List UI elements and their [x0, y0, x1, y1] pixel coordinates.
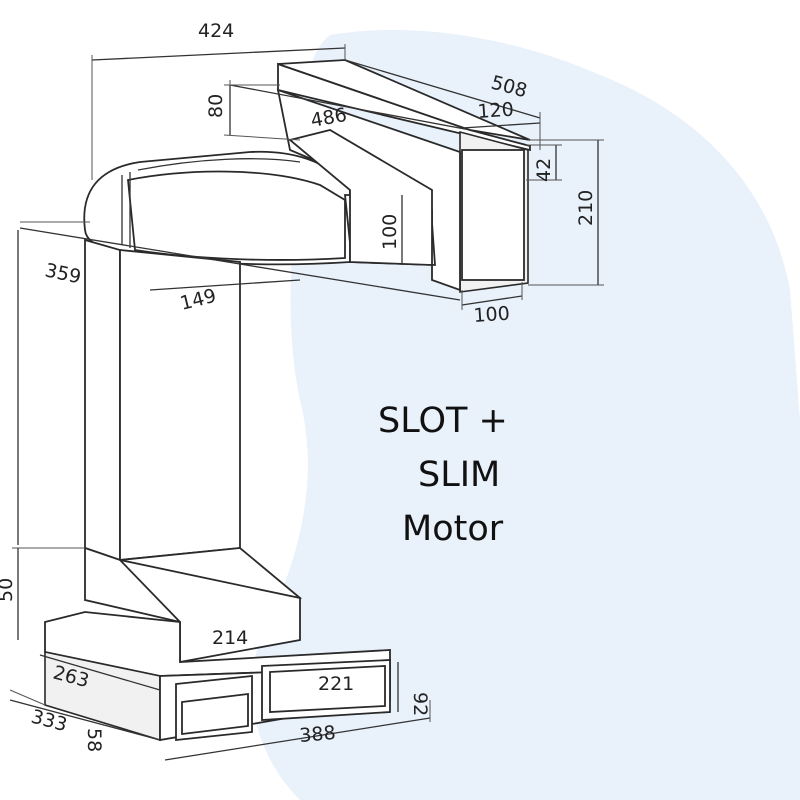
dim-388: 388	[299, 722, 337, 747]
title-line-1: SLOT +	[378, 401, 508, 441]
dim-359: 359	[43, 259, 83, 288]
product-title: SLOT + SLIM Motor	[378, 401, 508, 549]
dim-58: 58	[83, 728, 105, 752]
dim-424: 424	[198, 20, 234, 42]
dim-120: 120	[477, 99, 515, 123]
dim-100-bottom: 100	[473, 303, 511, 327]
lower-transition	[84, 546, 303, 664]
dim-221: 221	[318, 673, 354, 695]
dimension-lines	[9, 44, 604, 761]
title-line-3: Motor	[402, 509, 504, 549]
dim-80: 80	[205, 94, 227, 118]
hood-head	[83, 129, 436, 266]
title-line-2: SLIM	[418, 455, 500, 495]
dim-210: 210	[575, 190, 597, 226]
dim-214: 214	[212, 627, 248, 649]
dim-42: 42	[533, 158, 555, 182]
dim-50: 50	[0, 578, 17, 602]
dim-92: 92	[409, 692, 431, 716]
dim-100-duct: 100	[379, 214, 401, 250]
chimney-column	[84, 238, 241, 562]
slim-motor	[175, 659, 391, 741]
